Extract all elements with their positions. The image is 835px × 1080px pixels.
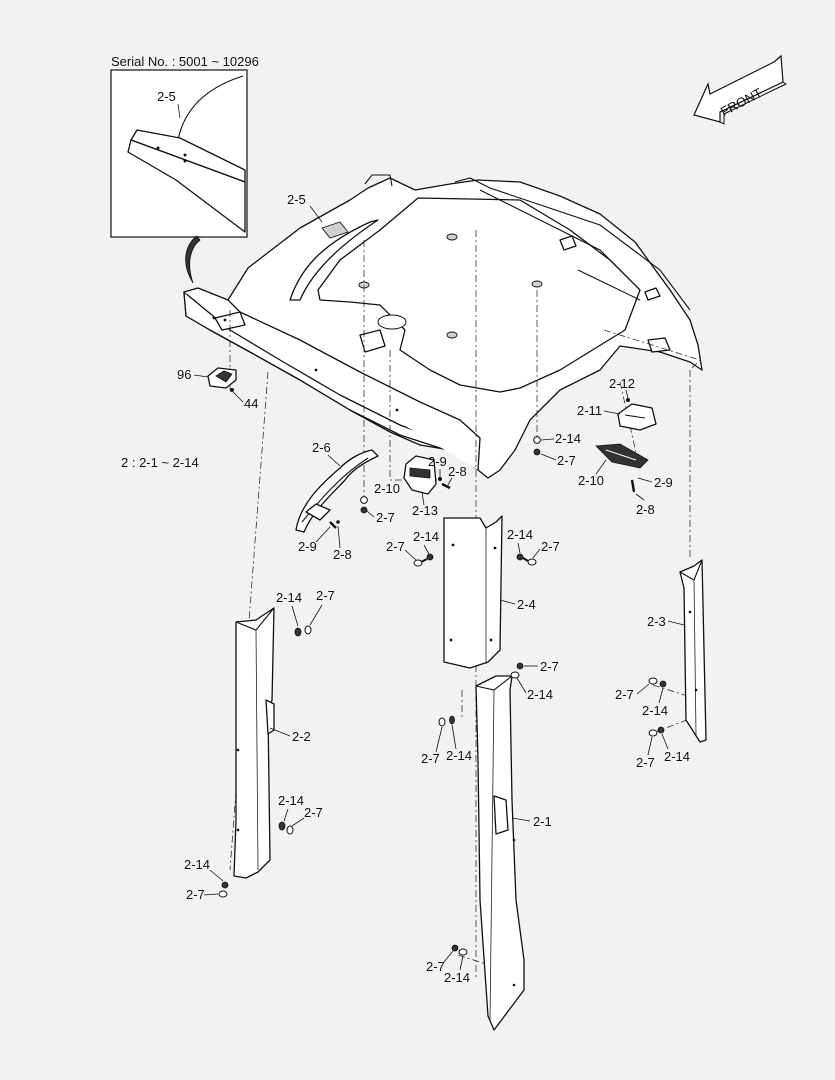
label-2-12: 2-12: [609, 376, 635, 391]
label-2-9-r: 2-9: [654, 475, 673, 490]
label-2-2: 2-2: [292, 729, 311, 744]
label-2-5: 2-5: [287, 192, 306, 207]
label-2-7-i: 2-7: [304, 805, 323, 820]
label-2-9-l: 2-9: [298, 539, 317, 554]
assembly-note: 2 : 2-1 ~ 2-14: [121, 455, 199, 470]
label-44: 44: [244, 396, 258, 411]
front-arrow: FRONT: [693, 54, 788, 125]
label-2-14-e: 2-14: [642, 703, 668, 718]
part-96-bracket: 96 44: [177, 367, 258, 411]
part-2-1-pillar: 2-1 2-7 2-14 2-7 2-14 2-7 2-14: [421, 659, 559, 1031]
label-2-14-g: 2-14: [276, 590, 302, 605]
fasteners-upper-center: 2-14 2-7 2-14 2-7: [386, 527, 560, 567]
label-2-13: 2-13: [412, 503, 438, 518]
label-2-8-r: 2-8: [636, 502, 655, 517]
label-2-4: 2-4: [517, 597, 536, 612]
label-2-7-g: 2-7: [636, 755, 655, 770]
label-2-8-c: 2-8: [448, 464, 467, 479]
label-2-7-h: 2-7: [316, 588, 335, 603]
part-2-2-pillar: 2-2 2-14 2-7 2-14 2-7 2-14 2-7: [184, 588, 335, 902]
serial-number-label: Serial No. : 5001 ~ 10296: [111, 54, 259, 69]
label-2-8-l: 2-8: [333, 547, 352, 562]
label-2-11: 2-11: [577, 403, 602, 418]
label-2-14-c: 2-14: [507, 527, 533, 542]
part-2-4-pillar: 2-4: [443, 515, 536, 669]
label-2-14-d: 2-14: [527, 687, 553, 702]
label-2-14-k: 2-14: [444, 970, 470, 985]
inset-label-2-5: 2-5: [157, 89, 176, 104]
label-2-14-a: 2-14: [555, 431, 581, 446]
center-lamp: 2-9 2-8 2-10 2-13 2-7: [360, 454, 467, 525]
label-2-10-c: 2-10: [374, 481, 400, 496]
label-2-3: 2-3: [647, 614, 666, 629]
label-2-14-j: 2-14: [446, 748, 472, 763]
label-2-14-i: 2-14: [184, 857, 210, 872]
label-2-14-b: 2-14: [413, 529, 439, 544]
dome-lamp-right: 2-12 2-11 2-14 2-7 2-10 2-9 2-8: [533, 376, 673, 517]
label-2-7-j: 2-7: [186, 887, 205, 902]
label-2-7-e: 2-7: [540, 659, 559, 674]
label-2-1: 2-1: [533, 814, 552, 829]
part-2-6-trim: 2-6 2-9 2-8: [295, 440, 379, 562]
part-2-3-pillar: 2-3 2-7 2-14 2-7 2-14: [615, 559, 707, 770]
inset-detail: Serial No. : 5001 ~ 10296 2-5: [110, 54, 259, 284]
label-2-7-f: 2-7: [615, 687, 634, 702]
label-2-7-d: 2-7: [541, 539, 560, 554]
roof-headliner: 2-5: [183, 174, 703, 479]
label-2-14-f: 2-14: [664, 749, 690, 764]
label-96: 96: [177, 367, 191, 382]
label-2-7-k: 2-7: [421, 751, 440, 766]
label-2-6: 2-6: [312, 440, 331, 455]
label-2-7-c: 2-7: [376, 510, 395, 525]
label-2-10-r: 2-10: [578, 473, 604, 488]
label-2-9-c: 2-9: [428, 454, 447, 469]
label-2-7-a: 2-7: [557, 453, 576, 468]
label-2-7-l: 2-7: [426, 959, 445, 974]
label-2-7-b: 2-7: [386, 539, 405, 554]
label-2-14-h: 2-14: [278, 793, 304, 808]
